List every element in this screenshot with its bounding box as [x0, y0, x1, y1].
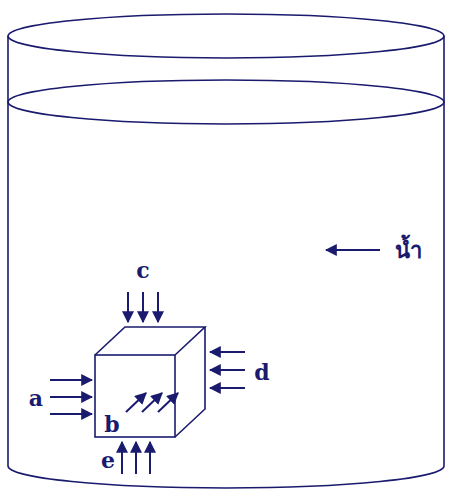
water-surface — [8, 80, 444, 124]
face-label: a — [28, 387, 44, 409]
face-label: c — [135, 259, 150, 281]
cube — [95, 327, 205, 437]
face-label: e — [100, 449, 116, 471]
face-label: d — [253, 361, 270, 383]
pressure-arrows — [50, 250, 380, 474]
cylinder — [8, 14, 444, 488]
water-label: น้ำ — [394, 239, 423, 261]
face-label: b — [103, 413, 120, 435]
